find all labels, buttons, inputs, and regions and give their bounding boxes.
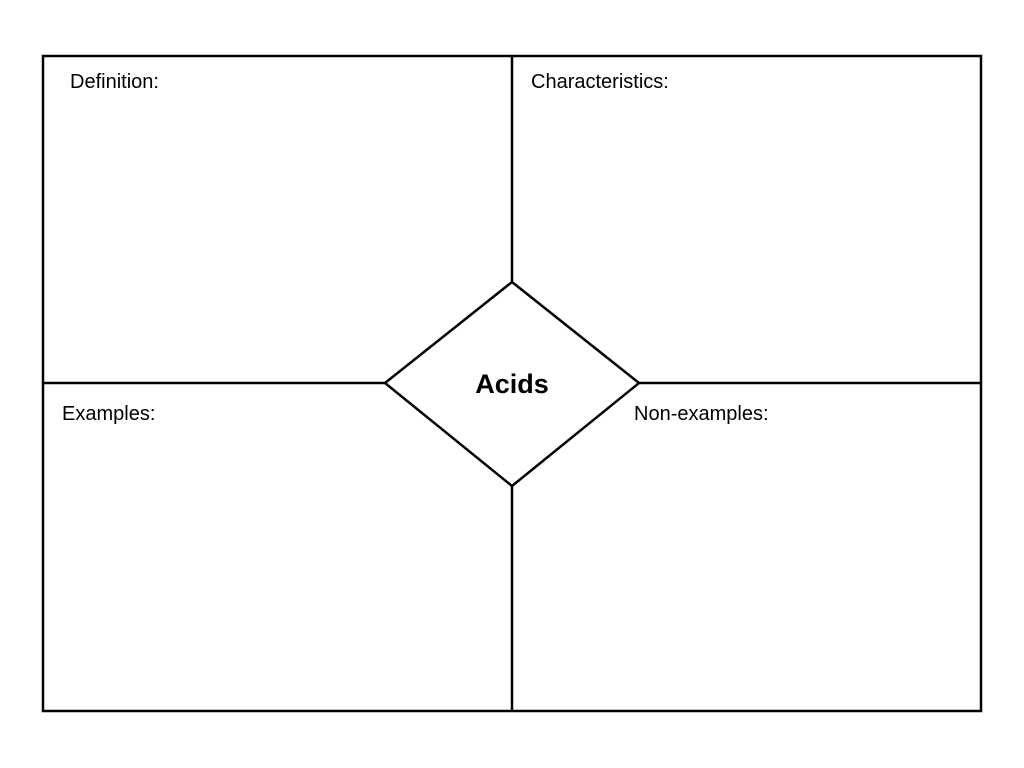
quadrant-label-non-examples: Non-examples: — [634, 403, 769, 425]
quadrant-label-characteristics: Characteristics: — [531, 71, 669, 93]
center-term: Acids — [475, 369, 549, 399]
quadrant-label-examples: Examples: — [62, 403, 156, 425]
quadrant-label-definition: Definition: — [70, 71, 159, 93]
center-diamond — [383, 280, 641, 488]
